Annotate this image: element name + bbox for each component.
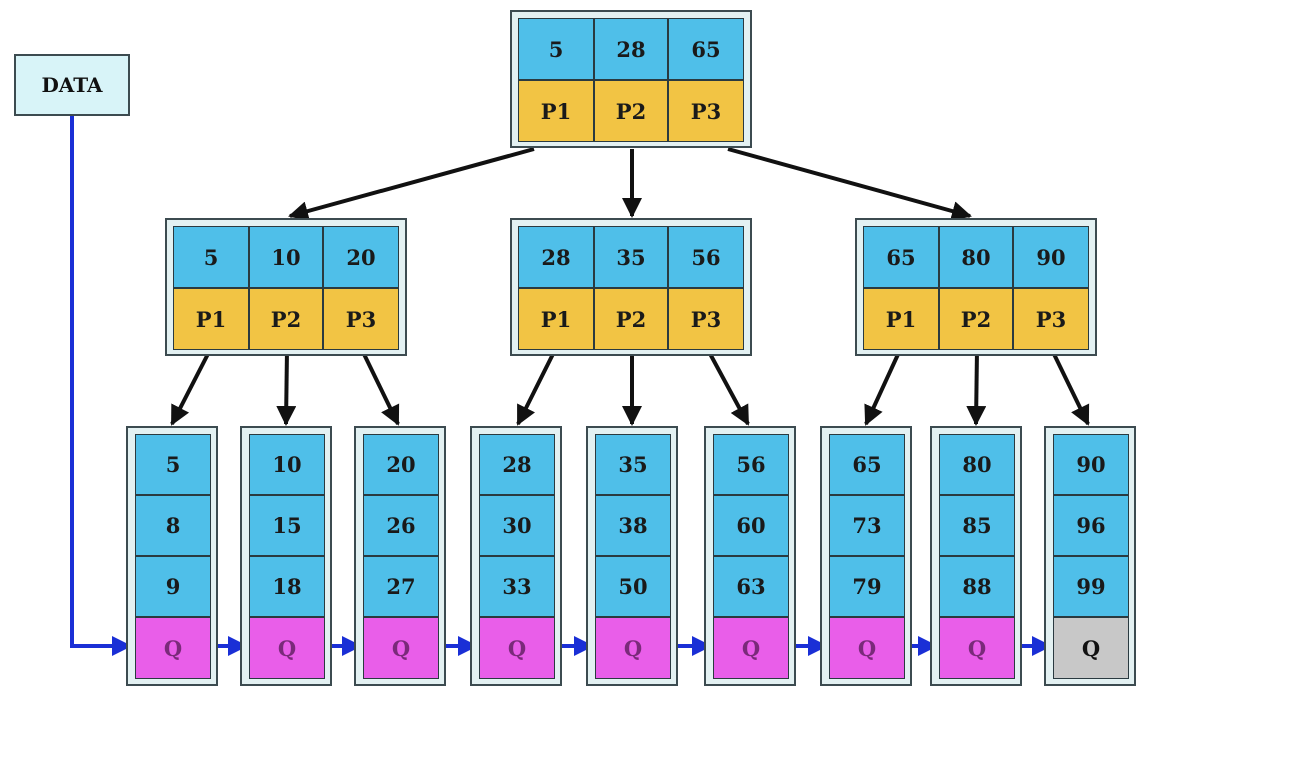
leaf-link: Q <box>249 617 325 679</box>
leaf-key: 33 <box>479 556 555 617</box>
tree-arrow <box>1050 349 1090 426</box>
leaf-link: Q <box>829 617 905 679</box>
leaf-link: Q <box>713 617 789 679</box>
node-pointer: P2 <box>594 288 668 350</box>
leaf-key: 28 <box>479 434 555 495</box>
data-label: DATA <box>41 73 103 97</box>
node-key: 56 <box>668 226 744 288</box>
node-pointer: P3 <box>1013 288 1089 350</box>
node-pointer: P3 <box>668 80 744 142</box>
tree-arrow <box>516 349 557 426</box>
tree-arrow <box>966 349 987 426</box>
tree-arrow <box>360 349 400 426</box>
tree-arrow <box>288 147 535 221</box>
node-pointer: P1 <box>518 80 594 142</box>
node-key: 28 <box>518 226 594 288</box>
leaf-link-end: Q <box>1053 617 1129 679</box>
node-key: 65 <box>863 226 939 288</box>
leaf-key: 9 <box>135 556 211 617</box>
leaf-key: 65 <box>829 434 905 495</box>
leaf-key: 5 <box>135 434 211 495</box>
tree-arrow <box>170 349 212 426</box>
leaf-key: 10 <box>249 434 325 495</box>
node-key: 65 <box>668 18 744 80</box>
node-key: 20 <box>323 226 399 288</box>
leaf-key: 50 <box>595 556 671 617</box>
leaf-key: 79 <box>829 556 905 617</box>
node-key: 5 <box>518 18 594 80</box>
leaf-key: 20 <box>363 434 439 495</box>
node-pointer: P2 <box>594 80 668 142</box>
leaf-link: Q <box>479 617 555 679</box>
leaf-key: 30 <box>479 495 555 556</box>
leaf-key: 63 <box>713 556 789 617</box>
leaf-key: 26 <box>363 495 439 556</box>
leaf-key: 56 <box>713 434 789 495</box>
tree-arrow <box>706 349 750 426</box>
leaf-key: 99 <box>1053 556 1129 617</box>
leaf-key: 18 <box>249 556 325 617</box>
leaf-link: Q <box>939 617 1015 679</box>
data-entry-arrow <box>70 116 132 656</box>
node-pointer: P1 <box>173 288 249 350</box>
node-key: 28 <box>594 18 668 80</box>
leaf-key: 8 <box>135 495 211 556</box>
node-pointer: P2 <box>249 288 323 350</box>
leaf-link: Q <box>363 617 439 679</box>
node-pointer: P1 <box>518 288 594 350</box>
leaf-key: 38 <box>595 495 671 556</box>
leaf-key: 80 <box>939 434 1015 495</box>
leaf-link: Q <box>135 617 211 679</box>
leaf-key: 27 <box>363 556 439 617</box>
leaf-link: Q <box>595 617 671 679</box>
node-pointer: P1 <box>863 288 939 350</box>
node-pointer: P3 <box>323 288 399 350</box>
node-key: 90 <box>1013 226 1089 288</box>
node-key: 80 <box>939 226 1013 288</box>
leaf-key: 73 <box>829 495 905 556</box>
node-key: 35 <box>594 226 668 288</box>
leaf-key: 90 <box>1053 434 1129 495</box>
node-pointer: P3 <box>668 288 744 350</box>
leaf-key: 96 <box>1053 495 1129 556</box>
node-pointer: P2 <box>939 288 1013 350</box>
node-key: 10 <box>249 226 323 288</box>
tree-arrow <box>727 147 972 221</box>
leaf-key: 60 <box>713 495 789 556</box>
tree-arrow <box>276 349 297 426</box>
leaf-key: 35 <box>595 434 671 495</box>
tree-arrow <box>864 349 902 426</box>
node-key: 5 <box>173 226 249 288</box>
leaf-key: 88 <box>939 556 1015 617</box>
data-label-box: DATA <box>14 54 130 116</box>
leaf-key: 85 <box>939 495 1015 556</box>
leaf-key: 15 <box>249 495 325 556</box>
